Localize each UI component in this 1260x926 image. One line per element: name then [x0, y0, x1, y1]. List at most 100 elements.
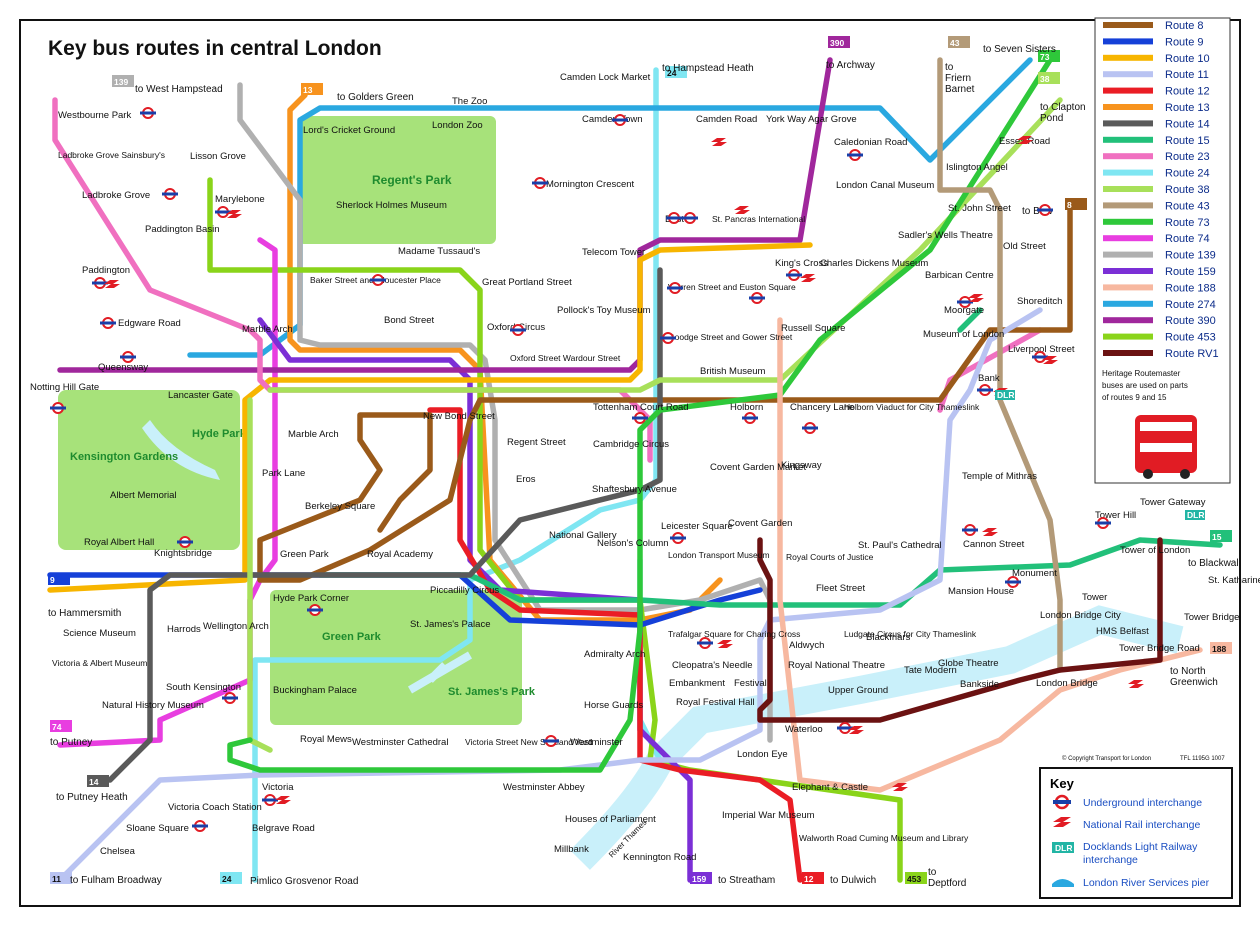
- national-rail-icon: [711, 138, 727, 146]
- route-badge: [802, 872, 824, 884]
- station-label: Temple of Mithras: [962, 471, 1037, 482]
- route-line-139: [237, 82, 773, 743]
- station-label: Victoria Coach Station: [168, 802, 262, 813]
- station-label: Lancaster Gate: [168, 390, 233, 401]
- svg-text:Route 188: Route 188: [1165, 282, 1216, 294]
- route-line-15: [317, 537, 1223, 608]
- route-badge: [301, 83, 323, 95]
- underground-icon: [222, 692, 238, 704]
- station-label: British Museum: [700, 366, 766, 377]
- dlr-icon: DLR: [1052, 842, 1074, 853]
- station-label: South Kensington: [166, 682, 241, 693]
- station-label: Houses of Parliament: [565, 814, 656, 825]
- station-label: Aldwych: [789, 640, 824, 651]
- station-label: Museum of London: [923, 329, 1004, 340]
- svg-text:Route 38: Route 38: [1165, 184, 1210, 196]
- station-label: Marylebone: [215, 194, 265, 205]
- svg-text:to North: to North: [1170, 666, 1206, 677]
- svg-text:Barnet: Barnet: [945, 84, 975, 95]
- station-label: St. John Street: [948, 203, 1011, 214]
- underground-icon: [532, 177, 548, 189]
- svg-text:Route 390: Route 390: [1165, 315, 1216, 327]
- station-label: Imperial War Museum: [722, 810, 815, 821]
- underground-icon: [666, 212, 682, 224]
- route-badge: [87, 775, 109, 787]
- legend-frame: [1094, 17, 1231, 484]
- legend-item-route-11: Route 11: [1103, 69, 1209, 81]
- station-label: Elephant & Castle: [792, 782, 868, 793]
- svg-text:to Golders Green: to Golders Green: [337, 92, 414, 103]
- route-badge: [690, 872, 712, 884]
- dlr-icon: DLR: [995, 390, 1015, 400]
- svg-text:24: 24: [667, 68, 677, 78]
- underground-icon: [162, 188, 178, 200]
- svg-text:Pimlico Grosvenor Road: Pimlico Grosvenor Road: [250, 876, 358, 887]
- legend-item-route-73: Route 73: [1103, 217, 1210, 229]
- svg-text:to Clapton: to Clapton: [1040, 102, 1086, 113]
- route-badge: [1210, 642, 1232, 654]
- station-label: Admiralty Arch: [584, 649, 645, 660]
- station-label: Sherlock Holmes Museum: [336, 200, 447, 211]
- station-label: Westminster Cathedral: [352, 737, 448, 748]
- station-label: Paddington: [82, 265, 130, 276]
- route-badge: [50, 720, 72, 732]
- svg-text:Route 74: Route 74: [1165, 233, 1210, 245]
- svg-text:Route 453: Route 453: [1165, 332, 1216, 344]
- underground-icon: [742, 412, 758, 424]
- national-rail-icon: [968, 294, 984, 302]
- svg-text:to Hammersmith: to Hammersmith: [48, 608, 121, 619]
- heritage-note-line2: buses are used on parts: [1102, 381, 1188, 390]
- legend-item-route-13: Route 13: [1103, 102, 1210, 114]
- underground-icon: [749, 292, 765, 304]
- legend-item-route-RV1: Route RV1: [1103, 348, 1219, 360]
- key-label-dlr-1: Docklands Light Railway: [1083, 841, 1198, 853]
- legend-item-route-24: Route 24: [1103, 168, 1210, 180]
- station-label: Natural History Museum: [102, 700, 204, 711]
- underground-icon: [307, 604, 323, 616]
- station-label: London Bridge: [1036, 678, 1098, 689]
- svg-text:Greenwich: Greenwich: [1170, 677, 1218, 688]
- route-line-14: [107, 267, 663, 783]
- station-label: Bankside: [960, 679, 999, 690]
- svg-text:9: 9: [50, 575, 55, 585]
- underground-icon: [977, 384, 993, 396]
- route-line-RV1: [757, 537, 1163, 723]
- route-badge: [1038, 72, 1060, 84]
- station-label: London Canal Museum: [836, 180, 934, 191]
- underground-icon: [847, 149, 863, 161]
- station-label: Charles Dickens Museum: [820, 258, 928, 269]
- national-rail-icon: [1053, 817, 1071, 827]
- underground-icon: [837, 722, 853, 734]
- station-label: King's Cross: [775, 258, 828, 269]
- station-label: Ladbroke Grove: [82, 190, 150, 201]
- svg-text:14: 14: [89, 777, 99, 787]
- station-label: Oxford Street Wardour Street: [510, 353, 621, 363]
- route-badge: [948, 36, 970, 48]
- route-line-38: [247, 397, 273, 753]
- svg-text:Route 11: Route 11: [1165, 69, 1209, 81]
- serpentine-lake: [142, 420, 220, 480]
- station-label: Cannon Street: [963, 539, 1025, 550]
- station-label: Camden Road: [696, 114, 757, 125]
- station-label: Horse Guards: [584, 700, 643, 711]
- svg-text:159: 159: [692, 874, 706, 884]
- svg-text:Route 9: Route 9: [1165, 36, 1204, 48]
- station-label: St. Pancras International: [712, 214, 805, 224]
- underground-icon: [215, 206, 231, 218]
- route-badge: [1210, 530, 1232, 542]
- station-label: Kingsway: [781, 460, 822, 471]
- national-rail-icon: [1017, 136, 1033, 144]
- svg-text:DLR: DLR: [997, 390, 1014, 400]
- heritage-note-line3: of routes 9 and 15: [1102, 393, 1167, 402]
- st-james-lake: [407, 651, 473, 694]
- legend-item-route-188: Route 188: [1103, 282, 1216, 294]
- station-label: HMS Belfast: [1096, 626, 1149, 637]
- route-line-10: [47, 242, 813, 593]
